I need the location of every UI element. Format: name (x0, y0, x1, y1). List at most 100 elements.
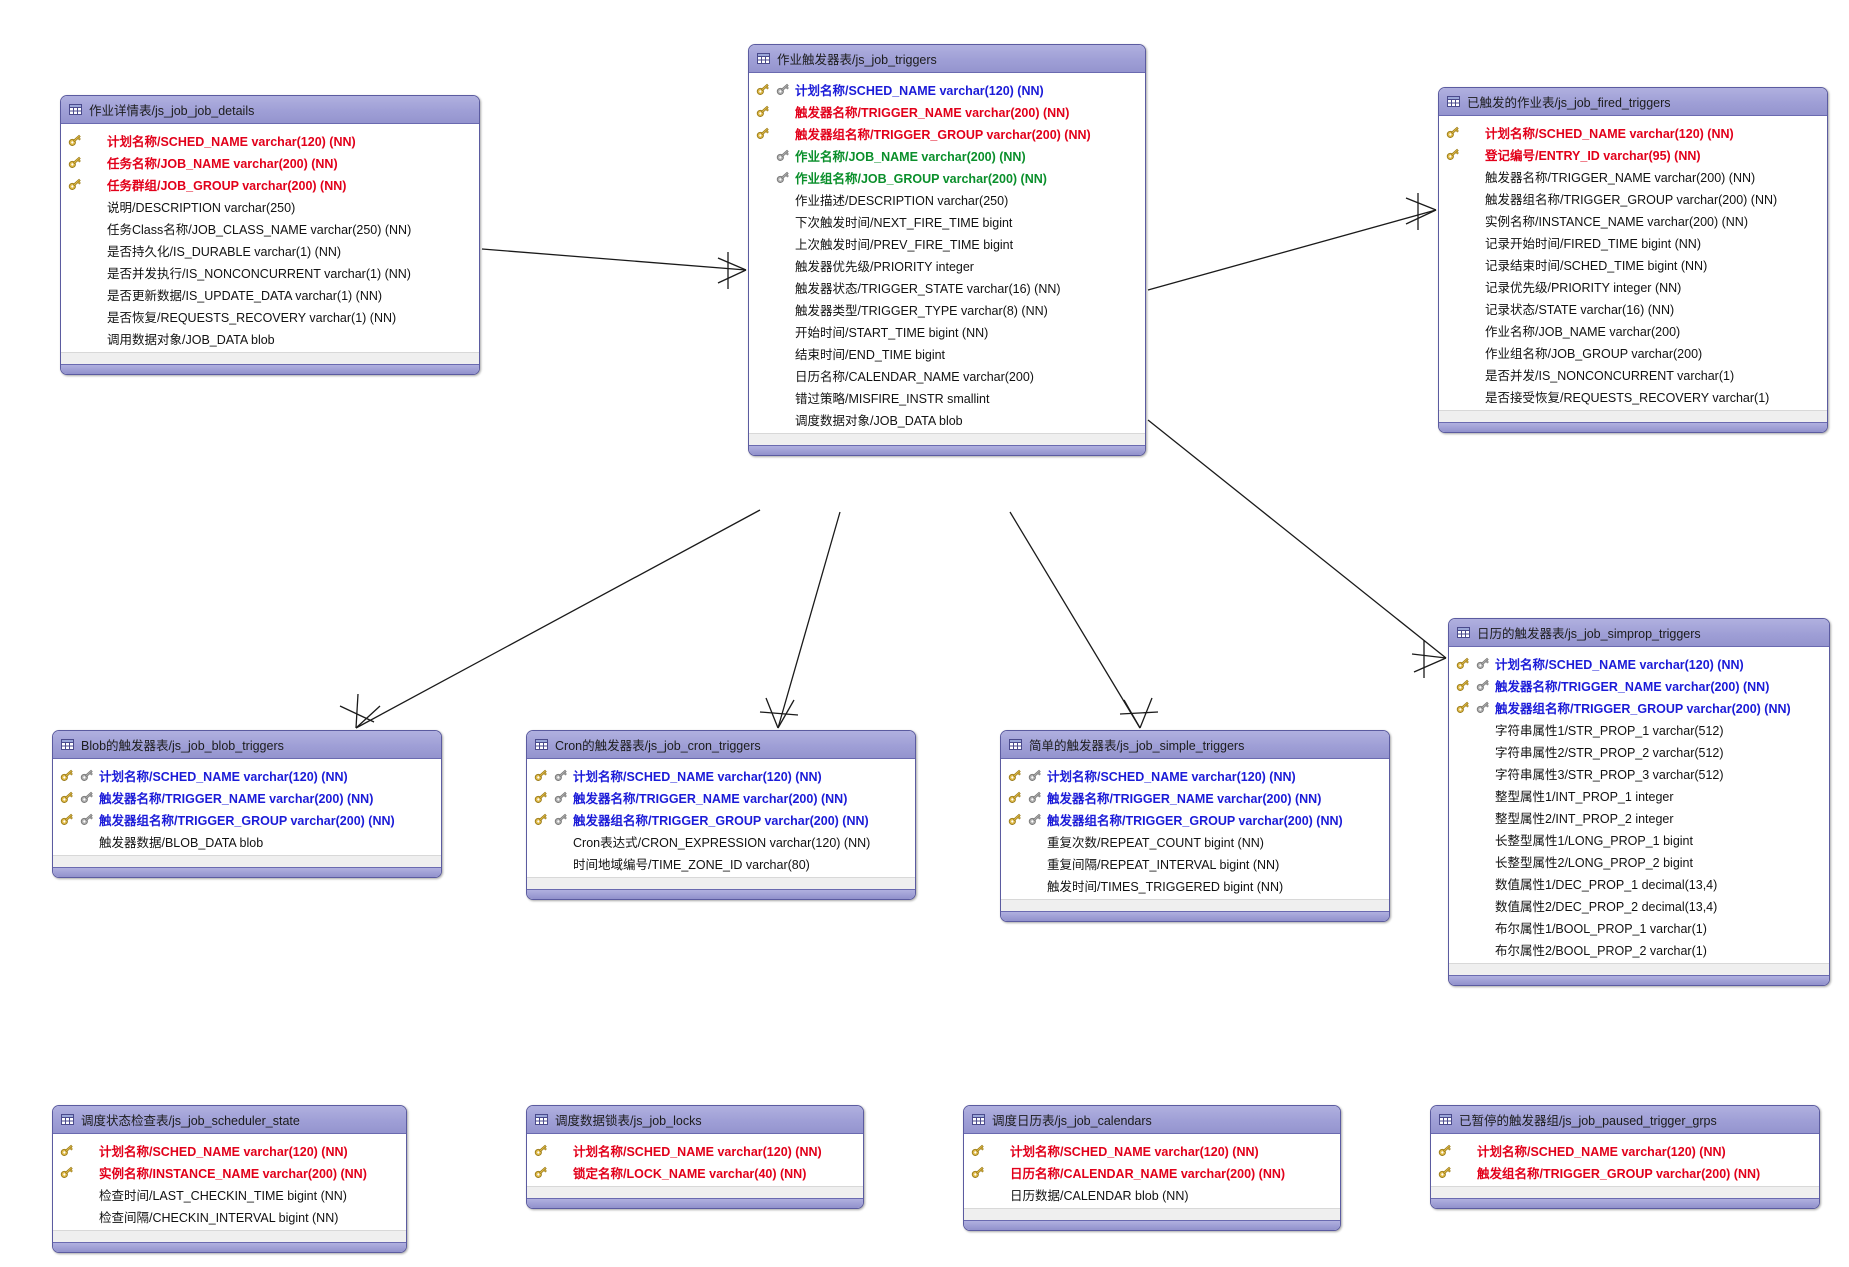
entity-header-fired_triggers[interactable]: 已触发的作业表/js_job_fired_triggers (1439, 88, 1827, 116)
field-row[interactable]: 触发器名称/TRIGGER_NAME varchar(200) (NN) (53, 786, 441, 808)
field-row[interactable]: 触发器组名称/TRIGGER_GROUP varchar(200) (NN) (749, 122, 1145, 144)
field-row[interactable]: 字符串属性1/STR_PROP_1 varchar(512) (1449, 718, 1829, 740)
field-row[interactable]: Cron表达式/CRON_EXPRESSION varchar(120) (NN… (527, 830, 915, 852)
field-row[interactable]: 触发器组名称/TRIGGER_GROUP varchar(200) (NN) (1001, 808, 1389, 830)
entity-header-calendars[interactable]: 调度日历表/js_job_calendars (964, 1106, 1340, 1134)
entity-paused_trigger_grps[interactable]: 已暂停的触发器组/js_job_paused_trigger_grps 计划名称/… (1430, 1105, 1820, 1209)
entity-header-paused_trigger_grps[interactable]: 已暂停的触发器组/js_job_paused_trigger_grps (1431, 1106, 1819, 1134)
field-row[interactable]: 日历数据/CALENDAR blob (NN) (964, 1183, 1340, 1205)
field-row[interactable]: 实例名称/INSTANCE_NAME varchar(200) (NN) (53, 1161, 406, 1183)
field-row[interactable]: 是否并发执行/IS_NONCONCURRENT varchar(1) (NN) (61, 261, 479, 283)
field-row[interactable]: 字符串属性3/STR_PROP_3 varchar(512) (1449, 762, 1829, 784)
field-row[interactable]: 错过策略/MISFIRE_INSTR smallint (749, 386, 1145, 408)
field-row[interactable]: 触发组名称/TRIGGER_GROUP varchar(200) (NN) (1431, 1161, 1819, 1183)
field-row[interactable]: 说明/DESCRIPTION varchar(250) (61, 195, 479, 217)
field-row[interactable]: 下次触发时间/NEXT_FIRE_TIME bigint (749, 210, 1145, 232)
entity-simple_triggers[interactable]: 简单的触发器表/js_job_simple_triggers 计划名称/SCHED… (1000, 730, 1390, 922)
field-row[interactable]: 锁定名称/LOCK_NAME varchar(40) (NN) (527, 1161, 863, 1183)
field-row[interactable]: 记录状态/STATE varchar(16) (NN) (1439, 297, 1827, 319)
field-row[interactable]: 重复次数/REPEAT_COUNT bigint (NN) (1001, 830, 1389, 852)
field-row[interactable]: 触发器组名称/TRIGGER_GROUP varchar(200) (NN) (53, 808, 441, 830)
entity-job_triggers[interactable]: 作业触发器表/js_job_triggers 计划名称/SCHED_NAME va… (748, 44, 1146, 456)
entity-cron_triggers[interactable]: Cron的触发器表/js_job_cron_triggers 计划名称/SCHED… (526, 730, 916, 900)
field-row[interactable]: 计划名称/SCHED_NAME varchar(120) (NN) (1431, 1139, 1819, 1161)
entity-header-cron_triggers[interactable]: Cron的触发器表/js_job_cron_triggers (527, 731, 915, 759)
field-row[interactable]: 是否更新数据/IS_UPDATE_DATA varchar(1) (NN) (61, 283, 479, 305)
field-row[interactable]: 触发器数据/BLOB_DATA blob (53, 830, 441, 852)
field-row[interactable]: 计划名称/SCHED_NAME varchar(120) (NN) (749, 78, 1145, 100)
field-row[interactable]: 触发器优先级/PRIORITY integer (749, 254, 1145, 276)
entity-header-job_triggers[interactable]: 作业触发器表/js_job_triggers (749, 45, 1145, 73)
field-row[interactable]: 触发器组名称/TRIGGER_GROUP varchar(200) (NN) (1439, 187, 1827, 209)
entity-header-locks[interactable]: 调度数据锁表/js_job_locks (527, 1106, 863, 1134)
field-row[interactable]: 检查间隔/CHECKIN_INTERVAL bigint (NN) (53, 1205, 406, 1227)
field-row[interactable]: 登记编号/ENTRY_ID varchar(95) (NN) (1439, 143, 1827, 165)
field-row[interactable]: 字符串属性2/STR_PROP_2 varchar(512) (1449, 740, 1829, 762)
entity-header-job_details[interactable]: 作业详情表/js_job_job_details (61, 96, 479, 124)
field-row[interactable]: 触发器类型/TRIGGER_TYPE varchar(8) (NN) (749, 298, 1145, 320)
field-row[interactable]: 任务名称/JOB_NAME varchar(200) (NN) (61, 151, 479, 173)
field-row[interactable]: 日历名称/CALENDAR_NAME varchar(200) (749, 364, 1145, 386)
field-row[interactable]: 是否接受恢复/REQUESTS_RECOVERY varchar(1) (1439, 385, 1827, 407)
entity-locks[interactable]: 调度数据锁表/js_job_locks 计划名称/SCHED_NAME varch… (526, 1105, 864, 1209)
field-row[interactable]: 触发器名称/TRIGGER_NAME varchar(200) (NN) (1001, 786, 1389, 808)
field-row[interactable]: 是否持久化/IS_DURABLE varchar(1) (NN) (61, 239, 479, 261)
field-row[interactable]: 长整型属性1/LONG_PROP_1 bigint (1449, 828, 1829, 850)
field-row[interactable]: 触发器名称/TRIGGER_NAME varchar(200) (NN) (1449, 674, 1829, 696)
entity-header-blob_triggers[interactable]: Blob的触发器表/js_job_blob_triggers (53, 731, 441, 759)
field-row[interactable]: 重复间隔/REPEAT_INTERVAL bigint (NN) (1001, 852, 1389, 874)
entity-fired_triggers[interactable]: 已触发的作业表/js_job_fired_triggers 计划名称/SCHED_… (1438, 87, 1828, 433)
field-row[interactable]: 作业组名称/JOB_GROUP varchar(200) (NN) (749, 166, 1145, 188)
field-row[interactable]: 实例名称/INSTANCE_NAME varchar(200) (NN) (1439, 209, 1827, 231)
field-row[interactable]: 日历名称/CALENDAR_NAME varchar(200) (NN) (964, 1161, 1340, 1183)
field-row[interactable]: 是否恢复/REQUESTS_RECOVERY varchar(1) (NN) (61, 305, 479, 327)
field-row[interactable]: 结束时间/END_TIME bigint (749, 342, 1145, 364)
field-row[interactable]: 计划名称/SCHED_NAME varchar(120) (NN) (527, 764, 915, 786)
field-row[interactable]: 作业组名称/JOB_GROUP varchar(200) (1439, 341, 1827, 363)
entity-scheduler_state[interactable]: 调度状态检查表/js_job_scheduler_state 计划名称/SCHED… (52, 1105, 407, 1253)
entity-simprop_triggers[interactable]: 日历的触发器表/js_job_simprop_triggers 计划名称/SCHE… (1448, 618, 1830, 986)
field-row[interactable]: 上次触发时间/PREV_FIRE_TIME bigint (749, 232, 1145, 254)
field-row[interactable]: 计划名称/SCHED_NAME varchar(120) (NN) (61, 129, 479, 151)
field-row[interactable]: 触发器组名称/TRIGGER_GROUP varchar(200) (NN) (527, 808, 915, 830)
field-row[interactable]: 记录优先级/PRIORITY integer (NN) (1439, 275, 1827, 297)
field-row[interactable]: 作业名称/JOB_NAME varchar(200) (NN) (749, 144, 1145, 166)
field-row[interactable]: 触发器组名称/TRIGGER_GROUP varchar(200) (NN) (1449, 696, 1829, 718)
field-row[interactable]: 长整型属性2/LONG_PROP_2 bigint (1449, 850, 1829, 872)
entity-header-simple_triggers[interactable]: 简单的触发器表/js_job_simple_triggers (1001, 731, 1389, 759)
field-row[interactable]: 计划名称/SCHED_NAME varchar(120) (NN) (1439, 121, 1827, 143)
field-row[interactable]: 整型属性1/INT_PROP_1 integer (1449, 784, 1829, 806)
field-row[interactable]: 计划名称/SCHED_NAME varchar(120) (NN) (1001, 764, 1389, 786)
entity-header-scheduler_state[interactable]: 调度状态检查表/js_job_scheduler_state (53, 1106, 406, 1134)
field-row[interactable]: 触发器名称/TRIGGER_NAME varchar(200) (NN) (527, 786, 915, 808)
field-row[interactable]: 数值属性2/DEC_PROP_2 decimal(13,4) (1449, 894, 1829, 916)
field-row[interactable]: 计划名称/SCHED_NAME varchar(120) (NN) (1449, 652, 1829, 674)
field-row[interactable]: 时间地域编号/TIME_ZONE_ID varchar(80) (527, 852, 915, 874)
field-row[interactable]: 作业描述/DESCRIPTION varchar(250) (749, 188, 1145, 210)
field-row[interactable]: 触发器状态/TRIGGER_STATE varchar(16) (NN) (749, 276, 1145, 298)
field-row[interactable]: 触发器名称/TRIGGER_NAME varchar(200) (NN) (1439, 165, 1827, 187)
field-row[interactable]: 布尔属性1/BOOL_PROP_1 varchar(1) (1449, 916, 1829, 938)
field-row[interactable]: 计划名称/SCHED_NAME varchar(120) (NN) (527, 1139, 863, 1161)
field-row[interactable]: 开始时间/START_TIME bigint (NN) (749, 320, 1145, 342)
field-row[interactable]: 调度数据对象/JOB_DATA blob (749, 408, 1145, 430)
field-row[interactable]: 整型属性2/INT_PROP_2 integer (1449, 806, 1829, 828)
field-row[interactable]: 是否并发/IS_NONCONCURRENT varchar(1) (1439, 363, 1827, 385)
entity-calendars[interactable]: 调度日历表/js_job_calendars 计划名称/SCHED_NAME va… (963, 1105, 1341, 1231)
field-row[interactable]: 计划名称/SCHED_NAME varchar(120) (NN) (53, 764, 441, 786)
field-row[interactable]: 计划名称/SCHED_NAME varchar(120) (NN) (53, 1139, 406, 1161)
entity-job_details[interactable]: 作业详情表/js_job_job_details 计划名称/SCHED_NAME … (60, 95, 480, 375)
entity-blob_triggers[interactable]: Blob的触发器表/js_job_blob_triggers 计划名称/SCHED… (52, 730, 442, 878)
field-row[interactable]: 调用数据对象/JOB_DATA blob (61, 327, 479, 349)
field-row[interactable]: 检查时间/LAST_CHECKIN_TIME bigint (NN) (53, 1183, 406, 1205)
field-row[interactable]: 记录结束时间/SCHED_TIME bigint (NN) (1439, 253, 1827, 275)
field-row[interactable]: 作业名称/JOB_NAME varchar(200) (1439, 319, 1827, 341)
field-row[interactable]: 记录开始时间/FIRED_TIME bigint (NN) (1439, 231, 1827, 253)
field-row[interactable]: 触发时间/TIMES_TRIGGERED bigint (NN) (1001, 874, 1389, 896)
field-row[interactable]: 布尔属性2/BOOL_PROP_2 varchar(1) (1449, 938, 1829, 960)
field-row[interactable]: 触发器名称/TRIGGER_NAME varchar(200) (NN) (749, 100, 1145, 122)
field-row[interactable]: 任务Class名称/JOB_CLASS_NAME varchar(250) (N… (61, 217, 479, 239)
field-row[interactable]: 任务群组/JOB_GROUP varchar(200) (NN) (61, 173, 479, 195)
field-row[interactable]: 计划名称/SCHED_NAME varchar(120) (NN) (964, 1139, 1340, 1161)
entity-header-simprop_triggers[interactable]: 日历的触发器表/js_job_simprop_triggers (1449, 619, 1829, 647)
